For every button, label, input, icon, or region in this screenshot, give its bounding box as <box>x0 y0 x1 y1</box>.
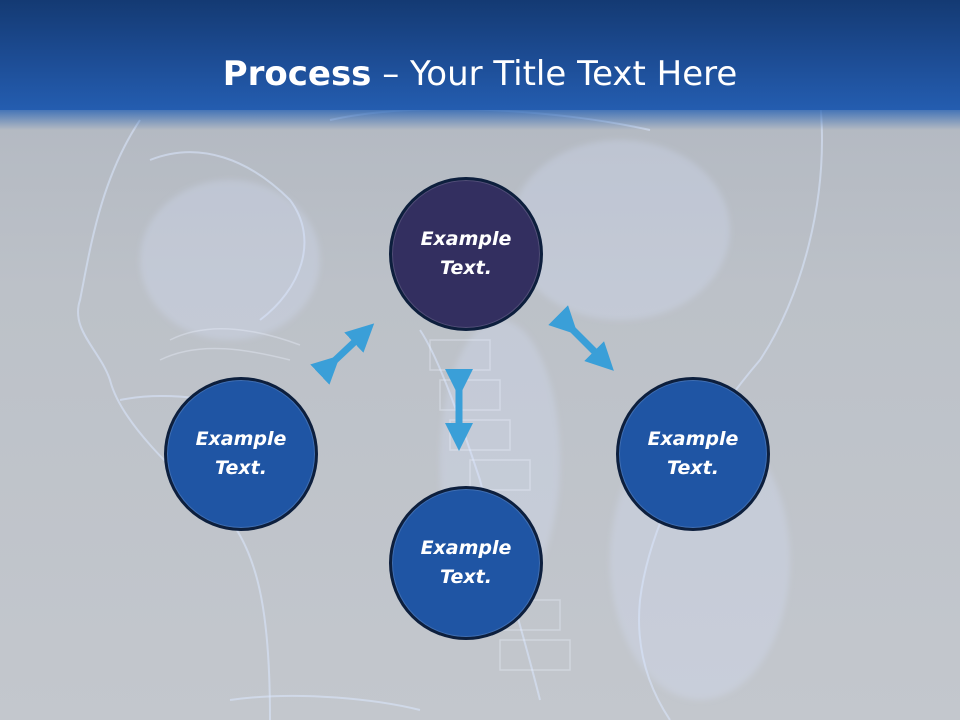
process-node-right: Example Text. <box>616 377 770 531</box>
title-bold: Process <box>222 54 372 94</box>
title-bar-band <box>0 0 960 110</box>
process-node-bottom: Example Text. <box>389 486 543 640</box>
node-text-right: Example Text. <box>647 428 739 479</box>
node-text-left: Example Text. <box>195 428 287 479</box>
process-node-left: Example Text. <box>164 377 318 531</box>
node-text-bottom: Example Text. <box>420 537 512 588</box>
process-node-top: Example Text. <box>389 177 543 331</box>
node-text-top: Example Text. <box>420 228 512 279</box>
title-rest: – Your Title Text Here <box>371 54 738 94</box>
slide-title: Process – Your Title Text Here <box>0 52 960 96</box>
